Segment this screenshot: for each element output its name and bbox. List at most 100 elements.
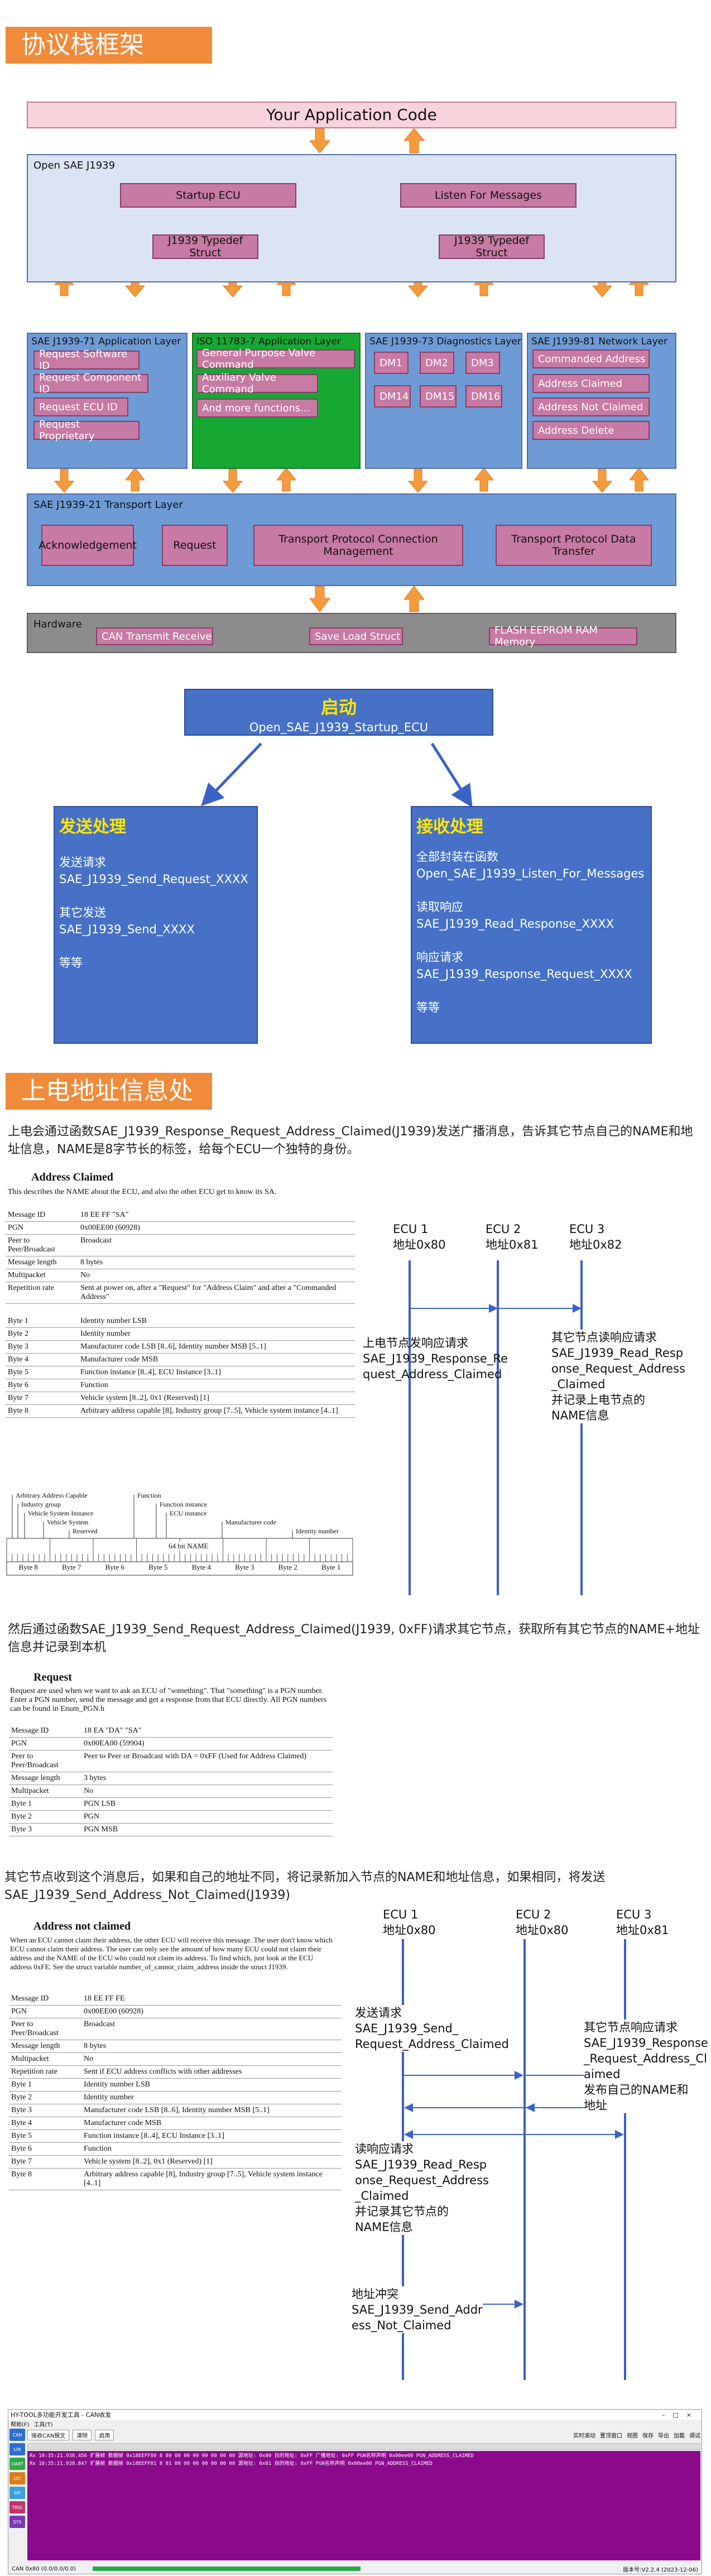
side-lin-button[interactable]: LIN xyxy=(9,2443,25,2455)
menu-tools[interactable]: 工具(T) xyxy=(33,2422,53,2428)
seq2-send-note: 发送请求 SAE_J1939_Send_ Request_Address_Cla… xyxy=(355,2005,509,2052)
name-label-fi: Function instance xyxy=(160,1500,207,1508)
name-byte-label: Byte 6 xyxy=(105,1563,124,1571)
table-cell: Byte 6 xyxy=(9,2142,81,2156)
mid-text: 然后通过函数SAE_J1939_Send_Request_Address_Cla… xyxy=(8,1623,700,1654)
request-block: Request xyxy=(162,525,228,566)
message-row[interactable]: Rx 10:35:21.938.847 扩展帧 数据帧 0x18EEFF81 8… xyxy=(30,2461,433,2467)
tool-button[interactable]: 视图 xyxy=(627,2433,638,2439)
menu-help[interactable]: 帮助(F) xyxy=(11,2422,30,2428)
tool-button[interactable]: 置顶窗口 xyxy=(600,2433,622,2439)
status-version: 版本号:V2.2.4 (2023-12-06) xyxy=(623,2567,698,2573)
table-cell: Arbitrary address capable [8], Industry … xyxy=(81,2168,342,2190)
table-cell: PGN xyxy=(9,1737,81,1750)
table-cell: Multipacket xyxy=(9,1785,81,1798)
address-not-claimed: Address Not Claimed xyxy=(532,397,650,416)
side-i2c-button[interactable]: I2C xyxy=(9,2472,25,2484)
side-sys-button[interactable]: SYS xyxy=(9,2516,25,2528)
request-component-id: Request Component ID xyxy=(33,372,148,395)
enable-button[interactable]: 启用 xyxy=(95,2429,114,2440)
table-cell: Peer to Peer/Broadcast xyxy=(9,2018,81,2040)
name-byte-label: Byte 1 xyxy=(321,1563,341,1571)
seq1-lines xyxy=(409,1260,583,1595)
ac-title: Address Claimed xyxy=(31,1171,113,1183)
side-spi-button[interactable]: SPI xyxy=(9,2487,25,2499)
right-tools: 实时滚动置顶窗口视图保存导出加载调试 xyxy=(573,2431,700,2439)
window-controls[interactable]: –□× xyxy=(661,2411,699,2419)
can-transmit-receive: CAN Transmit Receive xyxy=(96,627,213,645)
table-cell: Sent at power on, after a "Request" for … xyxy=(78,1282,355,1304)
request-software-id: Request Software ID xyxy=(33,348,140,372)
name-label-identity: Identity number xyxy=(296,1527,339,1535)
table-cell: No xyxy=(78,1269,355,1282)
table-cell: Peer to Peer or Broadcast with DA = 0xFF… xyxy=(81,1750,333,1772)
open-sae-box: Open SAE J1939 xyxy=(27,154,676,282)
table-cell: 0x00EE00 (60928) xyxy=(81,2005,342,2018)
table-cell: Manufacturer code LSB [8..6], Identity n… xyxy=(78,1340,355,1354)
name-label-mfr: Manufacturer code xyxy=(225,1518,276,1526)
side-uart-button[interactable]: UART xyxy=(9,2458,25,2470)
app-code-label: Your Application Code xyxy=(266,105,437,124)
table-cell: Byte 8 xyxy=(9,2168,81,2190)
table-cell: PGN xyxy=(9,2005,81,2018)
table-cell: PGN LSB xyxy=(81,1797,333,1811)
table-cell: Byte 5 xyxy=(6,1366,78,1379)
table-cell: 8 bytes xyxy=(78,1256,355,1269)
table-cell: Byte 4 xyxy=(6,1353,78,1366)
status-left: CAN 0x80 (0.0/0.0/0.0) xyxy=(12,2565,76,2572)
req-desc: Request are used when we want to ask an … xyxy=(10,1687,327,1713)
tool-button[interactable]: 调试 xyxy=(689,2433,700,2439)
seq2-ecu3: ECU 3 地址0x81 xyxy=(616,1908,669,1937)
table-cell: 18 EE FF "SA" xyxy=(78,1209,355,1222)
seq2-response-note: 其它节点响应请求 SAE_J1939_Response _Request_Add… xyxy=(584,2019,708,2113)
table-cell: Vehicle system [8..2], 0x1 (Reserved) [1… xyxy=(81,2155,342,2169)
clear-button[interactable]: 清除 xyxy=(73,2429,92,2440)
tool-button[interactable]: 导出 xyxy=(658,2433,669,2439)
table-cell: Peer to Peer/Broadcast xyxy=(6,1234,78,1256)
listen-for-messages: Listen For Messages xyxy=(400,183,577,208)
message-row[interactable]: Rx 10:35:21.938.456 扩展帧 数据帧 0x18EEFF80 8… xyxy=(30,2453,474,2459)
rx-select[interactable]: 接收CAN报文 xyxy=(27,2429,70,2440)
intro-text: 上电会通过函数SAE_J1939_Response_Request_Addres… xyxy=(8,1125,693,1157)
can-tool-window: HY-TOOL多功能开发工具 - CAN收发 –□× 帮助(F) 工具(T) C… xyxy=(8,2409,702,2574)
table-cell: Multipacket xyxy=(6,1269,78,1282)
tp-data-transfer: Transport Protocol Data Transfer xyxy=(496,525,652,566)
recv-lines: 全部封装在函数 Open_SAE_J1939_Listen_For_Messag… xyxy=(416,850,645,1014)
save-load-struct: Save Load Struct xyxy=(309,627,403,645)
auxiliary-valve: Auxiliary Valve Command xyxy=(196,372,318,395)
request-proprietary: Request Proprietary xyxy=(33,419,140,442)
dm16: DM16 xyxy=(465,385,502,407)
tool-button[interactable]: 加载 xyxy=(674,2433,685,2439)
tool-button[interactable]: 实时滚动 xyxy=(573,2433,595,2439)
open-sae-label: Open SAE J1939 xyxy=(33,160,116,171)
startup-title: 启动 xyxy=(320,697,357,718)
side-can-button[interactable]: CAN xyxy=(9,2429,25,2441)
seq1-ecu3: ECU 3 地址0x82 xyxy=(569,1222,622,1251)
table-cell: Byte 3 xyxy=(9,1823,81,1836)
table-cell: Function xyxy=(78,1379,355,1392)
table-cell: No xyxy=(81,2052,342,2066)
startup-ecu: Startup ECU xyxy=(120,183,296,208)
table-cell: Repetition rate xyxy=(9,2065,81,2079)
table-cell: 3 bytes xyxy=(81,1772,333,1785)
startup-box: 启动 Open_SAE_J1939_Startup_ECU xyxy=(184,689,493,736)
dm14: DM14 xyxy=(374,385,411,407)
table-cell: Identity number xyxy=(81,2091,342,2104)
seq1-left-note: 上电节点发响应请求 SAE_J1939_Response_Re quest_Ad… xyxy=(363,1336,508,1381)
table-cell: PGN xyxy=(81,1810,333,1824)
table-cell: Function xyxy=(81,2142,342,2156)
layer-title: ISO 11783-7 Application Layer xyxy=(196,336,341,347)
tool-button[interactable]: 保存 xyxy=(642,2433,654,2439)
name-label-industry: Industry group xyxy=(21,1500,61,1508)
side-trig-button[interactable]: TRIG xyxy=(9,2501,25,2513)
